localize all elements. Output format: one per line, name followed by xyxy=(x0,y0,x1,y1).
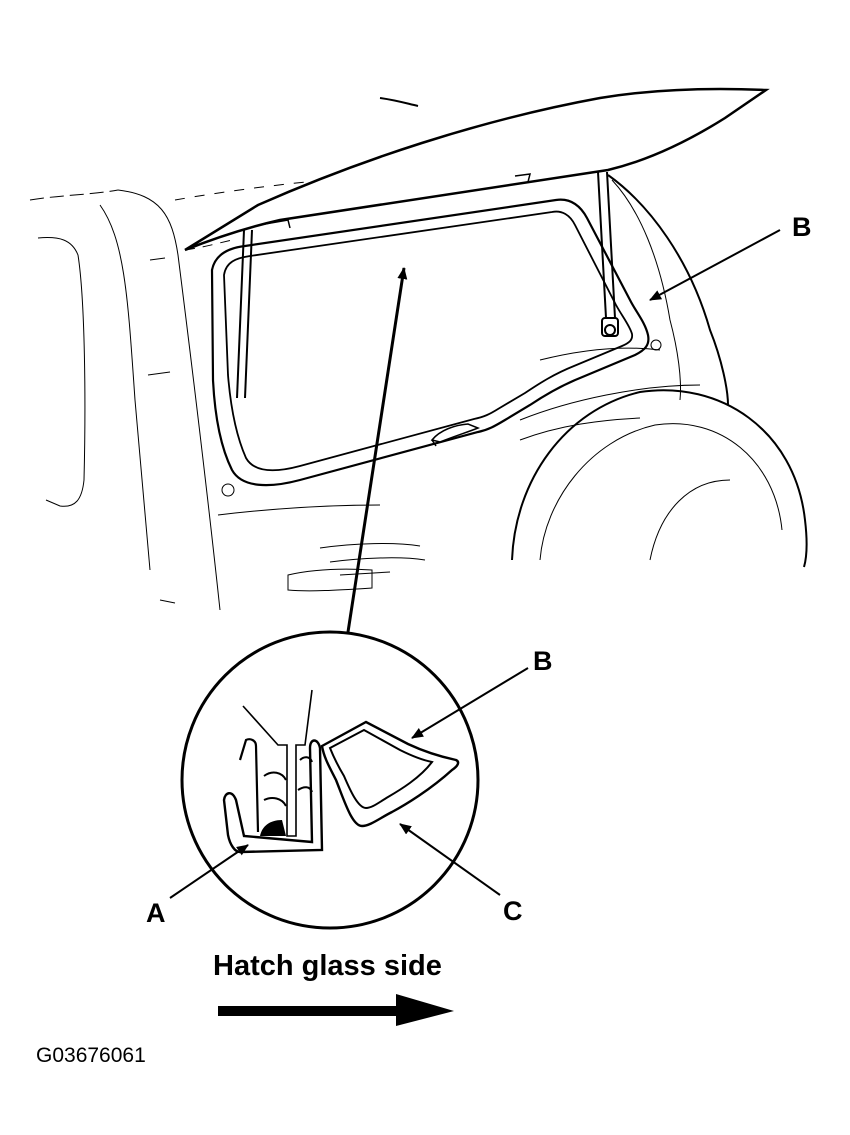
callout-a-detail: A xyxy=(146,898,166,928)
rear-pillar xyxy=(117,189,221,611)
callout-b-top: B xyxy=(792,212,812,242)
latch-recess xyxy=(287,568,373,592)
leader-c-detail xyxy=(399,823,501,896)
figure-id: G03676061 xyxy=(36,1044,146,1067)
callout-c-detail: C xyxy=(503,896,523,926)
body-flange xyxy=(242,689,313,837)
leader-b-detail xyxy=(411,667,529,739)
channel-core xyxy=(260,820,286,836)
detail-magnifier xyxy=(180,630,480,930)
direction-arrow xyxy=(218,994,454,1026)
side-window xyxy=(37,237,86,507)
leader-b-top xyxy=(649,229,781,301)
body-rear-edge xyxy=(607,174,729,406)
hatch-glass xyxy=(184,87,770,252)
hatch-opening-weatherstrip xyxy=(210,198,650,487)
detail-pointer-arrow xyxy=(346,267,408,633)
leader-a-detail xyxy=(169,844,249,899)
callout-b-detail: B xyxy=(533,646,553,676)
vehicle-body xyxy=(29,167,808,611)
weatherstrip-channel xyxy=(222,739,324,854)
detail-circle xyxy=(180,630,480,930)
caption-hatch-glass-side: Hatch glass side xyxy=(213,950,442,982)
spare-tire xyxy=(511,389,808,568)
bulb-seal xyxy=(320,720,460,828)
weatherstrip-outer xyxy=(210,198,650,487)
weatherstrip-inner xyxy=(223,210,634,472)
